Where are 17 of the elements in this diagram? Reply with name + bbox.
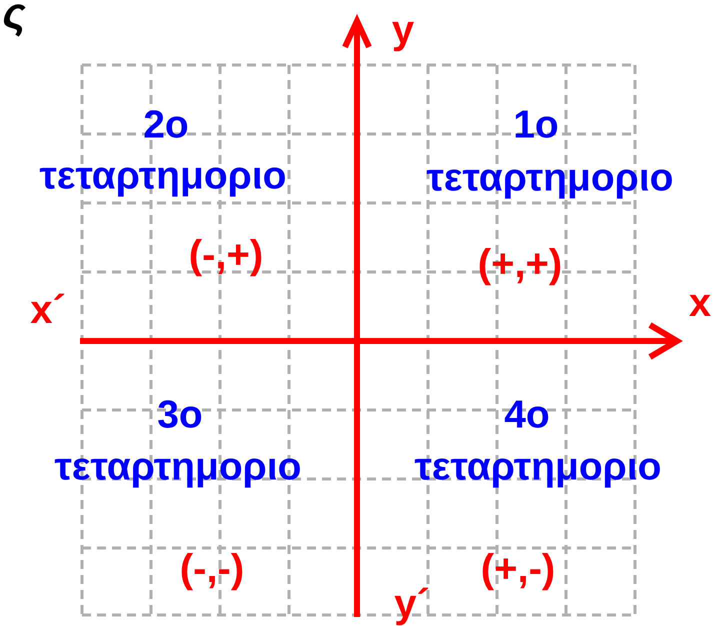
axis-label: x [688,283,712,323]
axis-label: y´ [394,584,430,624]
quadrant-label: 3ο [157,396,203,434]
quadrant-label: 2ο [143,106,189,144]
axis-label: x´ [30,290,66,330]
quadrant-label: 4ο [504,396,550,434]
sign-label: (+,+) [478,244,562,284]
quadrant-label: τεταρτημοριο [414,448,662,486]
sign-label: (-,+) [188,235,264,275]
sign-label: (+,-) [480,549,556,589]
quadrant-label: τεταρτημοριο [54,448,302,486]
quadrant-label: τεταρτημοριο [40,156,286,196]
axis-label: y [392,10,414,50]
quadrant-label: τεταρτημοριο [426,158,674,198]
sign-label: (-,-) [180,549,244,589]
quadrant-label: 1ο [513,106,559,144]
cropped-text: ς [2,0,26,36]
